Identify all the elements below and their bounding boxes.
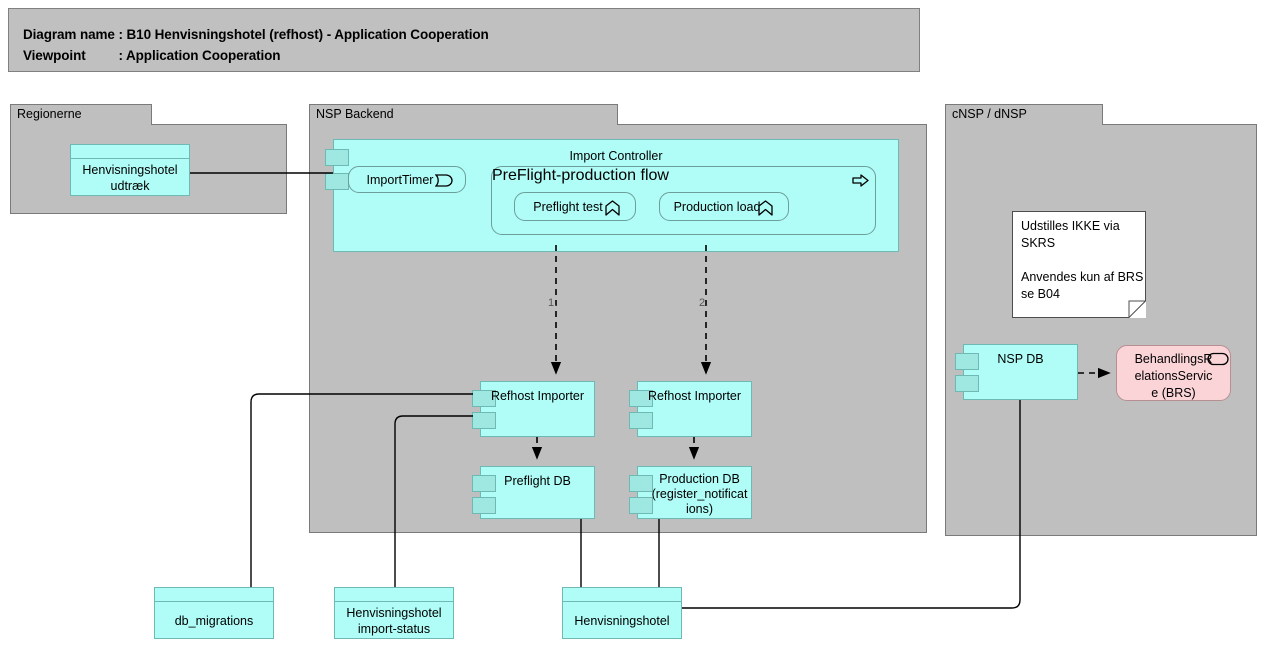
data-object-header-bar	[71, 145, 189, 159]
element-henvisningshotel[interactable]: Henvisningshotel	[562, 587, 682, 639]
element-behandlingsrelationsservice[interactable]: BehandlingsR elationsServic e (BRS)	[1116, 345, 1231, 401]
note-text: Udstilles IKKE via SKRS Anvendes kun af …	[1021, 219, 1144, 301]
element-production-db[interactable]: Production DB (register_notificat ions)	[629, 466, 752, 519]
element-db-migrations[interactable]: db_migrations	[154, 587, 274, 639]
element-nsp-db[interactable]: NSP DB	[955, 344, 1078, 400]
element-label: Import Controller	[569, 149, 663, 163]
element-label: Preflight DB	[504, 474, 571, 488]
diagram-title-box: Diagram name : B10 Henvisningshotel (ref…	[8, 8, 920, 72]
group-cnsp-dnsp-tab: cNSP / dNSP	[945, 104, 1103, 125]
note-shape	[1012, 211, 1146, 318]
element-preflight-test[interactable]: Preflight test	[514, 192, 636, 221]
element-label: NSP DB	[997, 352, 1044, 366]
component-tab-bottom	[472, 412, 496, 429]
element-label: Henvisningshotel import-status	[346, 606, 442, 636]
component-tab-bottom	[472, 497, 496, 514]
connector-label-2: 2.	[699, 297, 709, 309]
element-label: Henvisningshotel udtræk	[82, 163, 178, 193]
service-oval-icon	[1207, 352, 1229, 366]
element-henvisningshotel-import-status[interactable]: Henvisningshotel import-status	[334, 587, 454, 639]
element-label: db_migrations	[174, 614, 254, 628]
group-regionerne[interactable]: Regionerne	[10, 104, 287, 214]
component-tab-bottom	[955, 375, 979, 392]
element-refhost-importer-preflight[interactable]: Refhost Importer	[472, 381, 595, 437]
group-cnsp-dnsp-label: cNSP / dNSP	[952, 107, 1027, 121]
function-icon	[605, 200, 620, 216]
element-label: Production load	[673, 200, 761, 214]
component-tab-top	[325, 149, 349, 166]
element-label: Production DB (register_notificat ions)	[651, 472, 748, 516]
diagram-name-text: Diagram name : B10 Henvisningshotel (ref…	[23, 27, 489, 42]
component-tab-top	[629, 390, 653, 407]
element-preflight-production-flow[interactable]: PreFlight-production flow Preflight test…	[491, 166, 876, 235]
group-cnsp-dnsp[interactable]: cNSP / dNSP	[945, 104, 1257, 536]
component-tab-bottom	[629, 497, 653, 514]
viewpoint-text: Viewpoint : Application Cooperation	[23, 48, 281, 63]
group-regionerne-label: Regionerne	[17, 107, 82, 121]
element-label: Preflight test	[533, 200, 603, 214]
group-regionerne-tab: Regionerne	[10, 104, 152, 125]
element-import-timer[interactable]: ImportTimer	[348, 166, 466, 193]
event-icon	[435, 174, 453, 187]
data-object-header-bar	[155, 588, 273, 602]
data-object-header-bar	[563, 588, 681, 602]
function-icon	[758, 200, 773, 216]
element-label: Refhost Importer	[490, 389, 585, 403]
element-label: PreFlight-production flow	[492, 167, 669, 184]
element-label: ImportTimer	[366, 173, 434, 187]
group-nsp-backend-label: NSP Backend	[316, 107, 394, 121]
component-tab-top	[955, 353, 979, 370]
connector-label-1: 1.	[548, 297, 558, 309]
component-tab-bottom	[629, 412, 653, 429]
element-label: Refhost Importer	[647, 389, 742, 403]
data-object-header-bar	[335, 588, 453, 602]
element-label: BehandlingsR elationsServic e (BRS)	[1134, 352, 1213, 400]
element-refhost-importer-production[interactable]: Refhost Importer	[629, 381, 752, 437]
component-tab-top	[629, 475, 653, 492]
element-henvisningshotel-udtraek[interactable]: Henvisningshotel udtræk	[70, 144, 190, 196]
element-preflight-db[interactable]: Preflight DB	[472, 466, 595, 519]
element-production-load[interactable]: Production load	[659, 192, 789, 221]
element-label: Henvisningshotel	[574, 614, 670, 628]
process-arrow-icon	[852, 174, 869, 187]
group-nsp-backend-tab: NSP Backend	[309, 104, 618, 125]
note-skrs-brs[interactable]: Udstilles IKKE via SKRS Anvendes kun af …	[1012, 211, 1146, 318]
